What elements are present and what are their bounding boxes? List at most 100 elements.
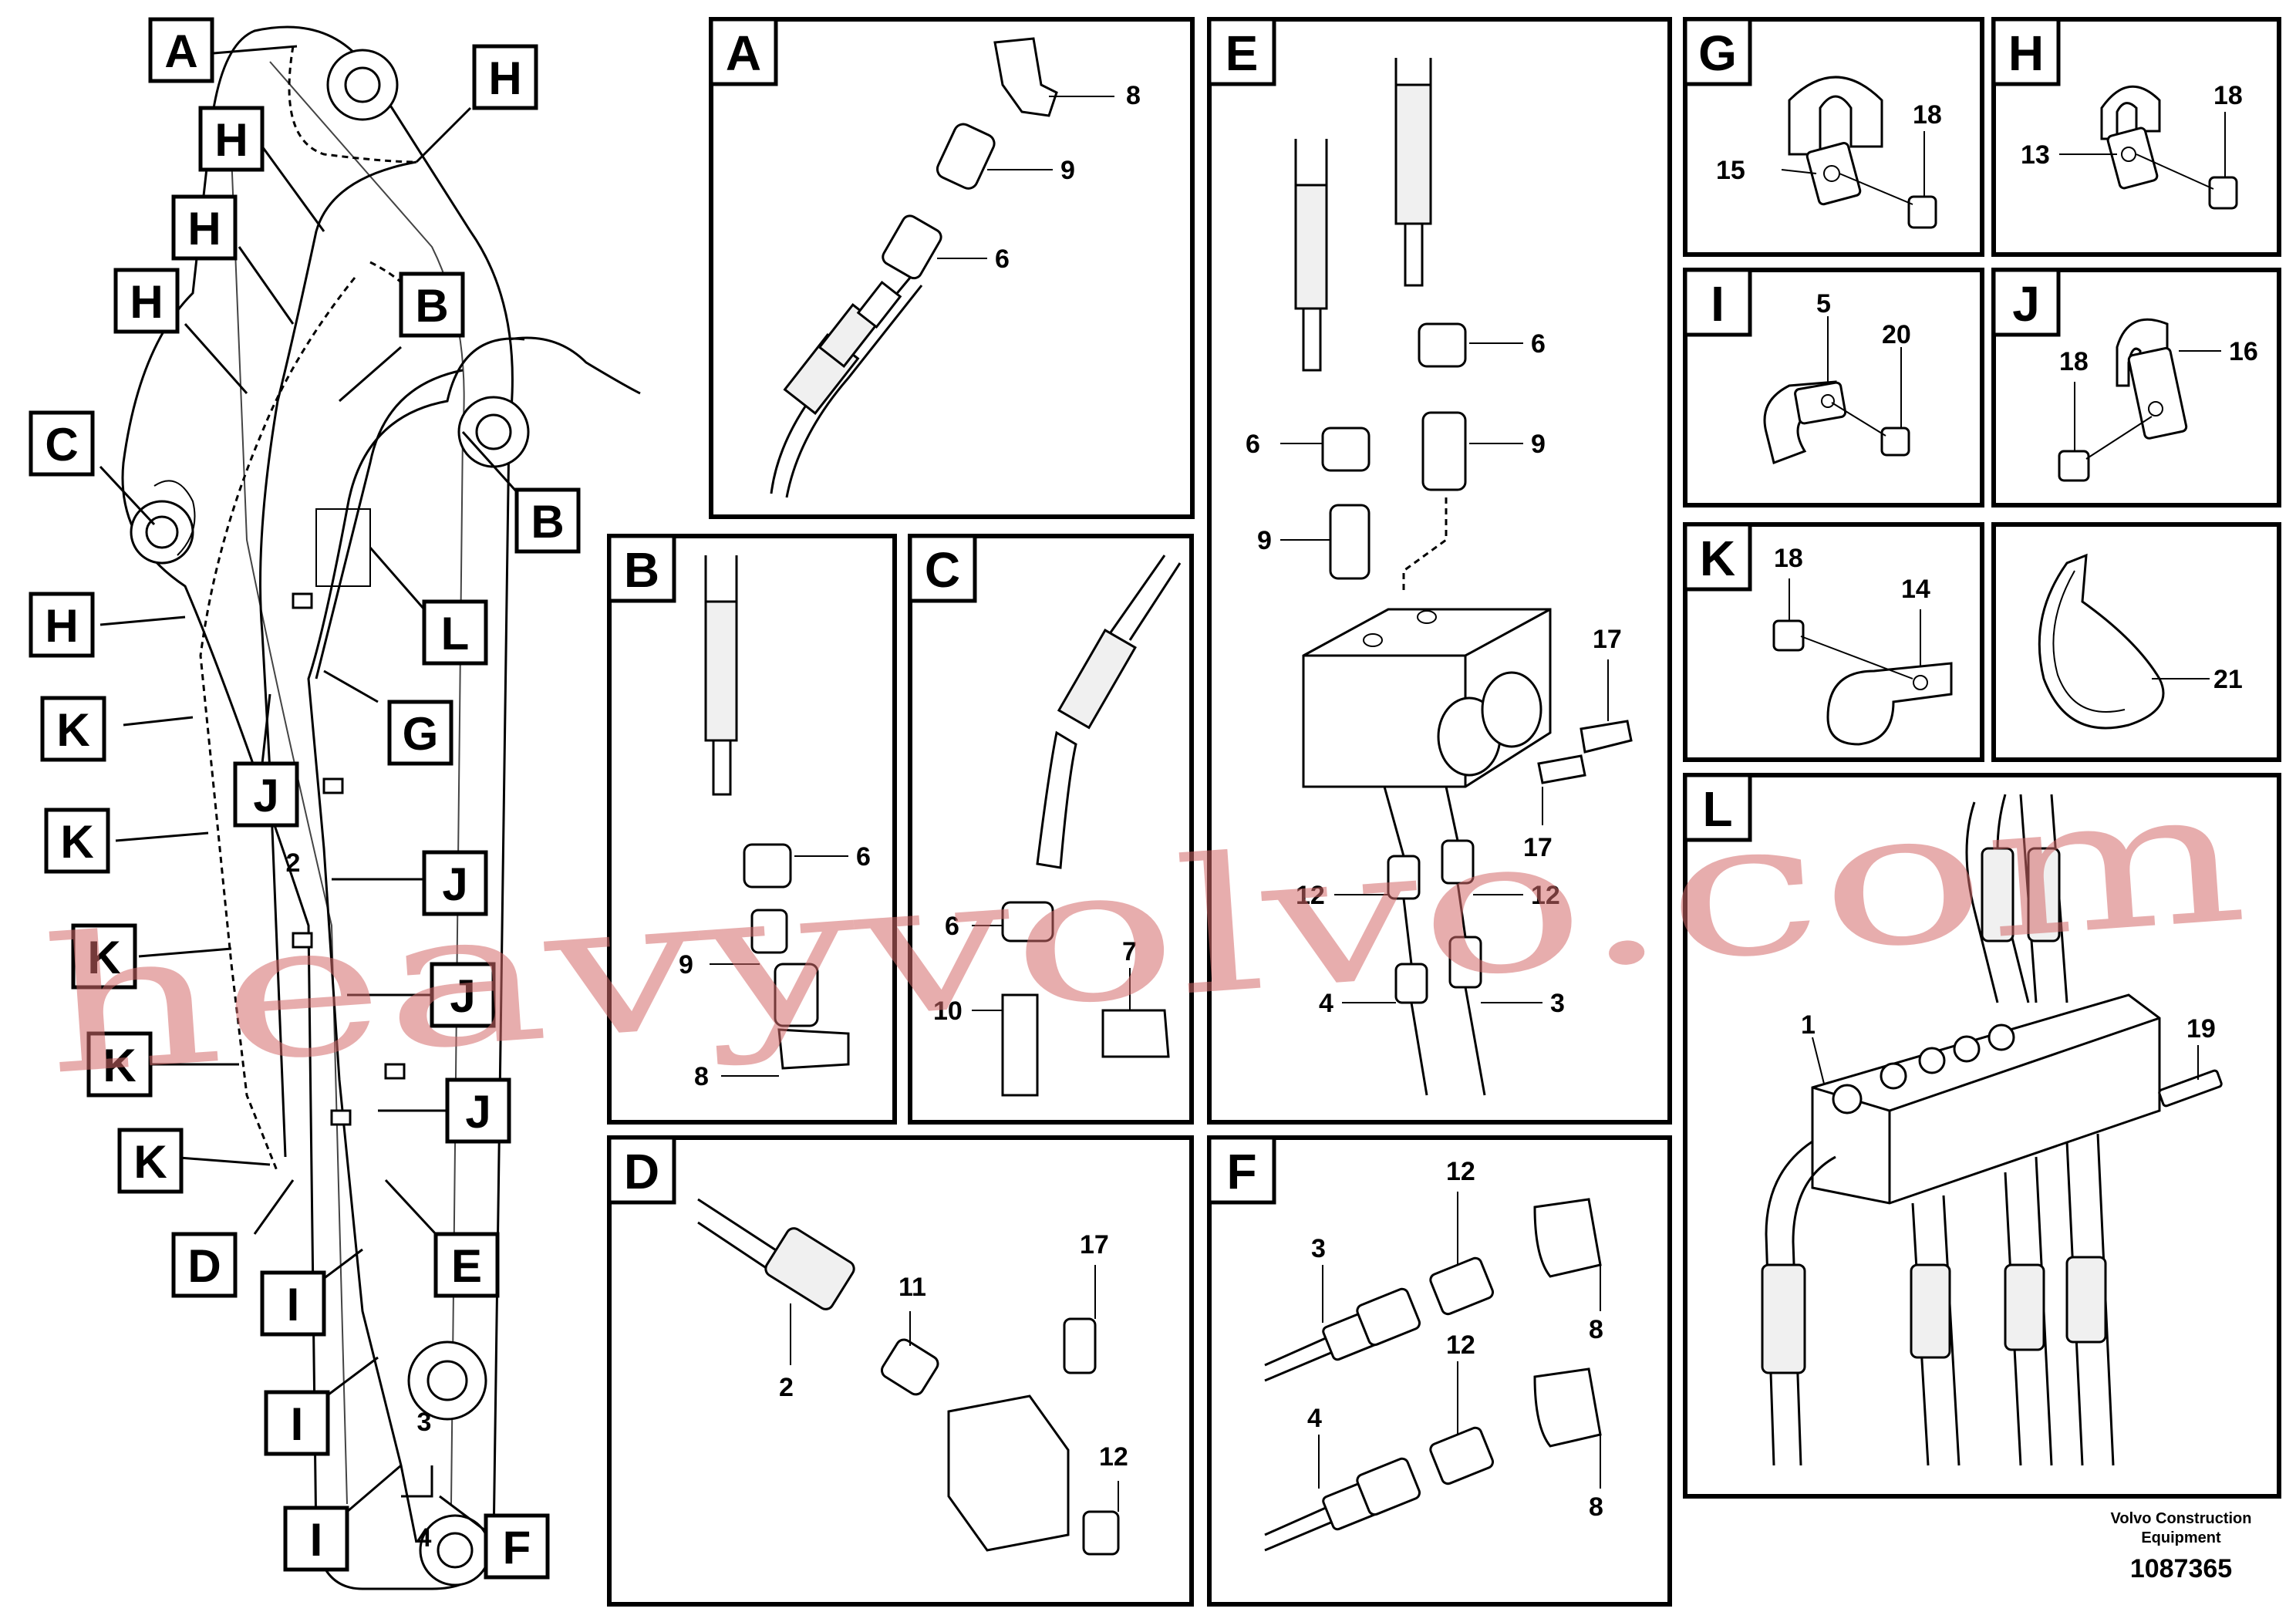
panel-i: I 5 20 (1683, 268, 1984, 508)
part-number-label: 20 (1882, 320, 1911, 349)
svg-text:K: K (87, 932, 120, 983)
svg-text:G: G (403, 708, 439, 760)
panel-label-f: F (1226, 1144, 1256, 1199)
part-number-label: 2 (779, 1373, 794, 1402)
part-number-label: 15 (1716, 156, 1745, 185)
svg-text:F: F (503, 1522, 531, 1573)
overview-callout-k: K (117, 1128, 184, 1194)
overview-callout-g: G (387, 700, 453, 766)
svg-text:A: A (164, 25, 197, 77)
part-number-label: 14 (1901, 575, 1930, 604)
svg-text:E: E (451, 1240, 482, 1292)
part-number-label: 8 (1589, 1492, 1603, 1522)
svg-text:I: I (310, 1514, 323, 1566)
part-number-label: 3 (1311, 1234, 1326, 1263)
panel-k: K 18 14 (1683, 522, 1984, 762)
panel-label-h: H (2008, 25, 2044, 81)
part-number-label: 12 (1099, 1442, 1128, 1472)
overview-callout-h: H (113, 268, 180, 334)
panel-label-i: I (1711, 276, 1725, 332)
part-number-label: 6 (856, 842, 871, 872)
part-number-label: 9 (1257, 526, 1272, 555)
overview-callout-h: H (198, 106, 265, 172)
drawing-number: 1087365 (2130, 1554, 2232, 1583)
panel-b: B 6 9 8 (607, 534, 897, 1125)
svg-text:K: K (60, 816, 93, 868)
overview-callout-i: I (260, 1270, 326, 1337)
svg-text:H: H (130, 276, 163, 328)
overview-callout-k: K (44, 808, 110, 874)
overview-callout-e: E (433, 1232, 500, 1298)
svg-text:J: J (442, 858, 467, 910)
svg-text:K: K (103, 1040, 136, 1091)
panel-e: E 6 6 9 (1207, 17, 1672, 1125)
panel-label-k: K (1700, 531, 1735, 586)
boom-overview (121, 25, 641, 1590)
panel-label-l: L (1702, 781, 1732, 837)
panel-label-j: J (2012, 276, 2040, 332)
part-number-label: 11 (899, 1273, 926, 1302)
overview-callout-a: A (148, 17, 214, 83)
panel-j: J 16 18 (1991, 268, 2281, 508)
part-number-label: 5 (1816, 289, 1831, 319)
overview-callout-c: C (29, 410, 95, 477)
part-number-label: 13 (2021, 140, 2050, 170)
overview-callout-k: K (86, 1031, 153, 1098)
svg-text:H: H (45, 600, 78, 652)
part-number-label: 18 (1774, 544, 1803, 573)
part-number-label: 9 (679, 950, 693, 980)
part-number-label: 6 (1246, 430, 1260, 459)
drawing-footer: Volvo Construction Equipment 1087365 (2111, 1510, 2252, 1583)
part-number-label: 8 (694, 1062, 709, 1091)
svg-text:J: J (253, 770, 278, 821)
svg-text:J: J (465, 1086, 491, 1138)
overview-callout-j: J (422, 850, 488, 916)
panel-l: L 1 19 (1683, 773, 2281, 1499)
panel-label-b: B (624, 542, 659, 598)
overview-callout-h: H (171, 194, 238, 261)
overview-callout-f: F (484, 1513, 550, 1580)
svg-text:C: C (45, 419, 78, 470)
part-number-label: 9 (1531, 430, 1546, 459)
svg-text:J: J (450, 970, 475, 1022)
part-number-label: 18 (2059, 347, 2089, 376)
part-number-label: 4 (1307, 1404, 1322, 1433)
svg-text:B: B (531, 496, 564, 548)
svg-text:H: H (187, 203, 221, 255)
svg-text:B: B (415, 280, 448, 332)
part-number-label: 12 (1531, 881, 1560, 910)
svg-text:I: I (287, 1279, 300, 1330)
panel-label-a: A (726, 25, 761, 81)
panel-g: G 18 15 (1683, 17, 1984, 257)
overview-callout-l: L (422, 599, 488, 666)
publisher-line-2: Equipment (2141, 1529, 2221, 1546)
part-number-label: 8 (1126, 81, 1141, 110)
overview-callout-k: K (40, 696, 106, 762)
overview-number: 4 (417, 1523, 432, 1553)
overview-callouts (99, 45, 534, 1533)
overview-callout-boxes: A H H H H B C B H L G K J K J K J K J K … (29, 17, 581, 1580)
part-number-label: 9 (1060, 156, 1075, 185)
part-number-label: 1 (1801, 1010, 1816, 1040)
svg-text:L: L (441, 608, 470, 659)
svg-text:D: D (187, 1240, 221, 1292)
panel-label-d: D (624, 1144, 659, 1199)
part-number-label: 17 (1593, 625, 1622, 654)
overview-callout-b: B (514, 487, 581, 554)
part-number-label: 21 (2213, 665, 2243, 694)
part-number-label: 17 (1523, 833, 1553, 862)
part-number-label: 6 (945, 912, 959, 941)
part-number-label: 6 (995, 244, 1010, 274)
overview-callout-b: B (399, 271, 465, 338)
panel-label-c: C (925, 542, 960, 598)
overview-callout-h: H (472, 44, 538, 110)
panel-a: A 8 9 6 (709, 17, 1195, 519)
part-number-label: 18 (2213, 81, 2243, 110)
svg-text:K: K (133, 1136, 167, 1188)
part-number-label: 6 (1531, 329, 1546, 359)
panel-label-e: E (1226, 25, 1259, 81)
part-number-label: 3 (1550, 989, 1565, 1018)
part-number-label: 8 (1589, 1315, 1603, 1344)
panel-cable-tie: 21 (1991, 522, 2281, 762)
